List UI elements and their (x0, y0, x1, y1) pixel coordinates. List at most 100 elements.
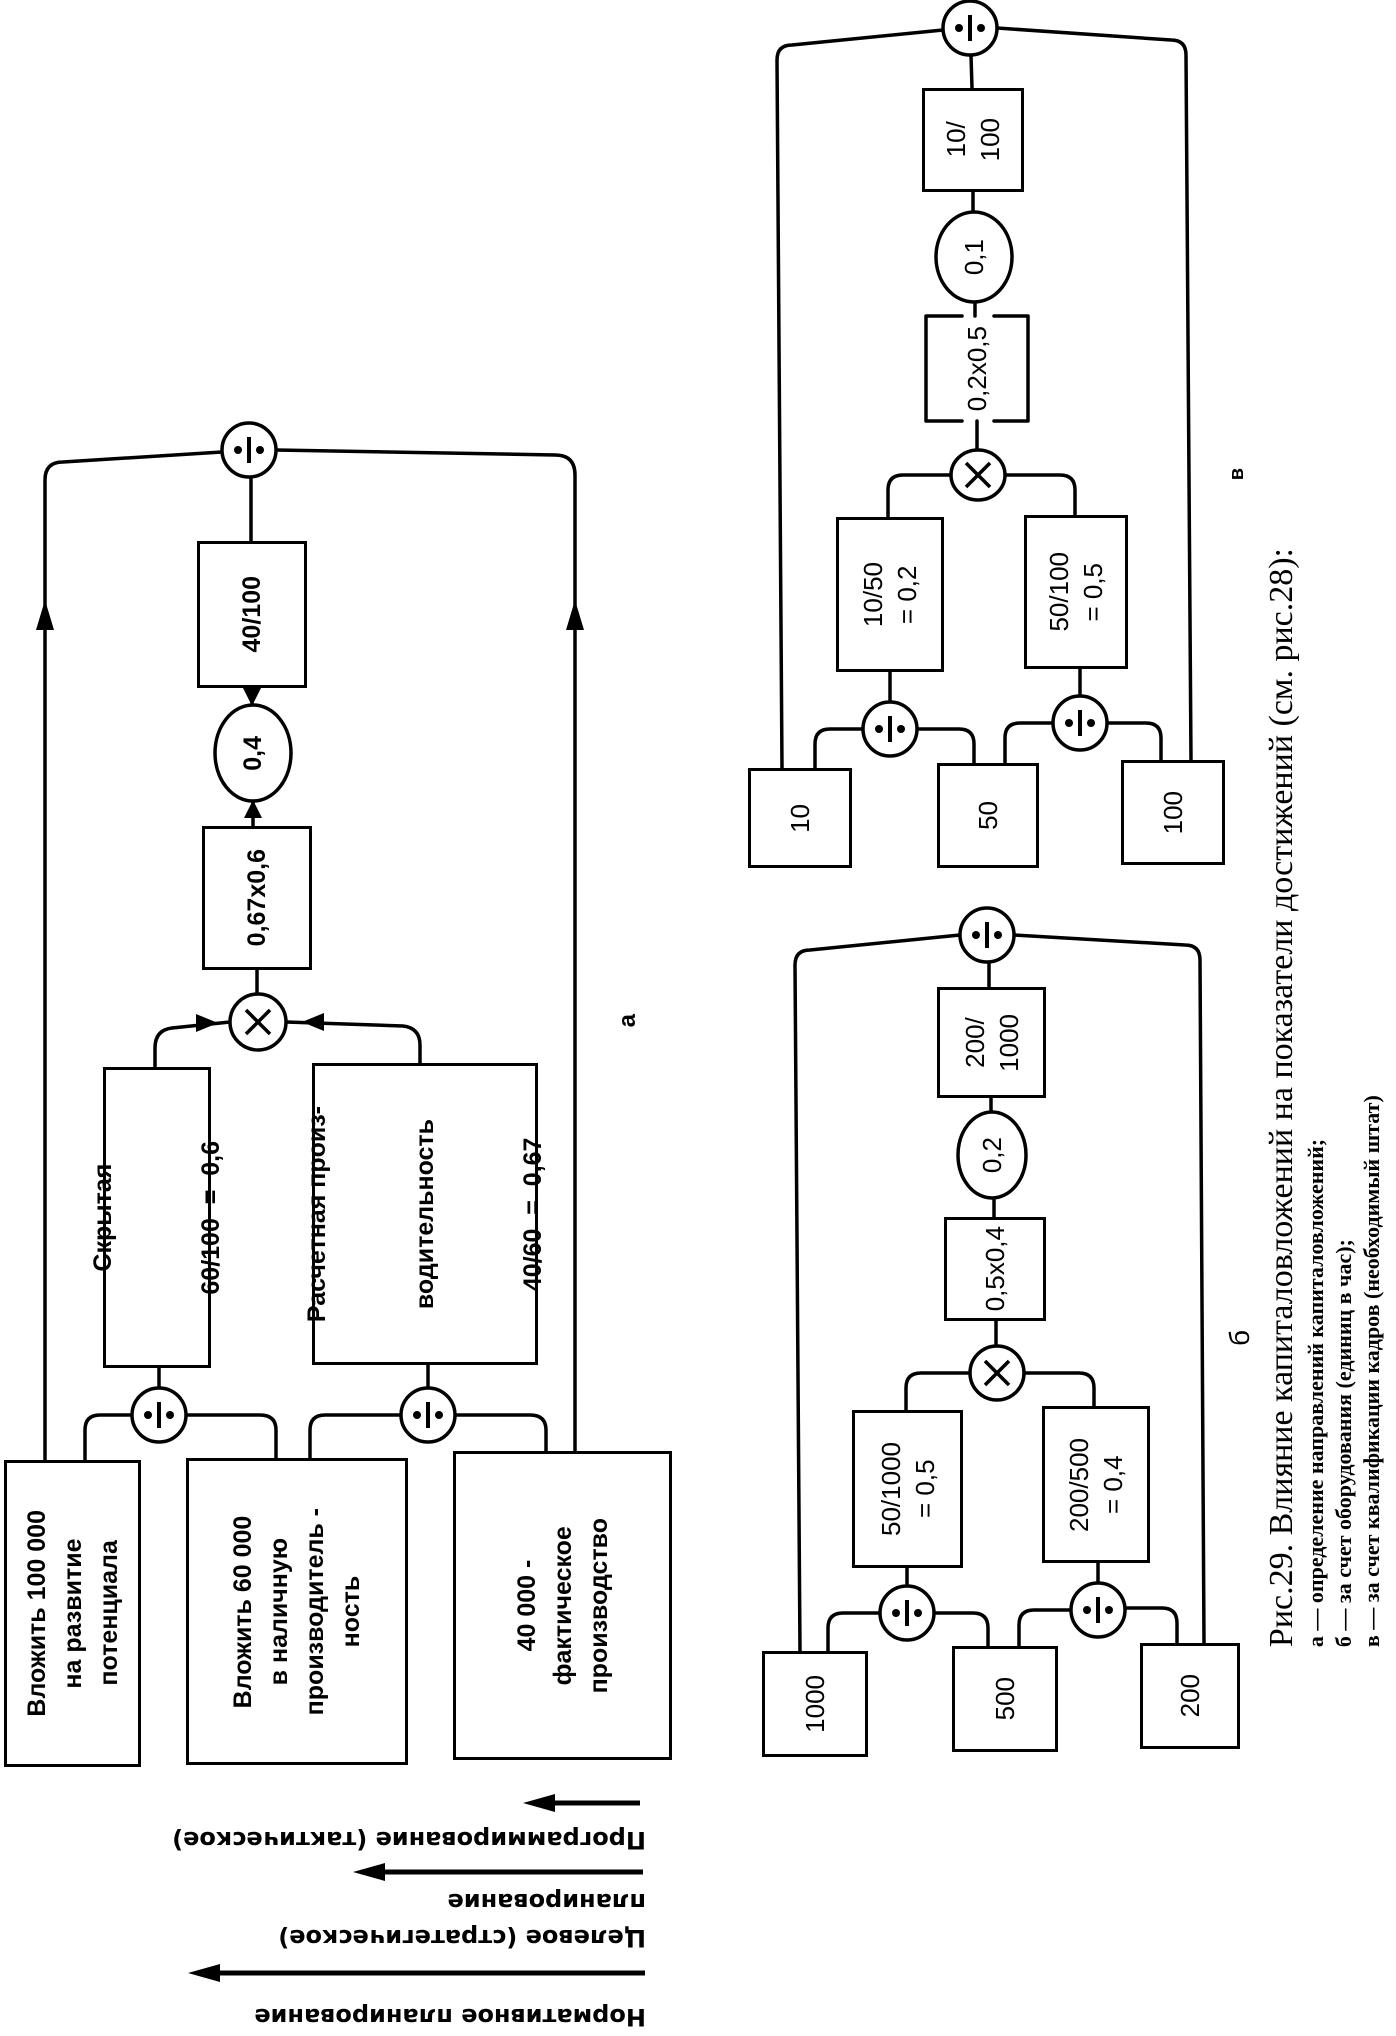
box-ratio: 200/ 1000 (937, 987, 1046, 1098)
caption-title: Рис.29. Влияние капиталовложений на пока… (1263, 547, 1300, 1647)
connector-line (453, 1413, 548, 1453)
connector-line (1022, 1371, 1096, 1408)
connector-line (83, 1413, 134, 1462)
box-product: 0,5x0,4 (944, 1217, 1046, 1321)
box-text-line: фактическое (548, 1525, 577, 1686)
box-text-line: 200/500 (1064, 1437, 1094, 1532)
box-input-100: 100 (1121, 760, 1225, 865)
box-ratio-2: 50/100 = 0,5 (1024, 515, 1128, 669)
box-text-line: ность (337, 1575, 365, 1648)
caption-item: а — определение направлений капиталовлож… (1303, 1138, 1328, 1647)
divide-icon (941, 0, 999, 57)
arrow-up-icon (566, 600, 584, 630)
multiply-icon (968, 1344, 1026, 1402)
box-text-line: 100 (975, 118, 1005, 162)
box-text-line: 60/100 = 0,6 (197, 1140, 225, 1295)
box-input-1000: 1000 (762, 1651, 868, 1757)
connector-line (1003, 721, 1055, 765)
divide-icon (861, 700, 919, 758)
box-text-line: Вложить 60 000 (229, 1515, 257, 1708)
box-invest-potential: Вложить 100 000 на развитие потенциала (4, 1460, 141, 1767)
legend-normative: Нормативное планирование (254, 2003, 646, 2031)
arrow-left-icon (302, 1013, 324, 1031)
bracket-box-product: 0,2x0,5 (960, 325, 994, 412)
connector-line (969, 53, 974, 90)
box-ratio-1: 10/50 = 0,2 (836, 517, 944, 672)
arrow-up-icon (244, 800, 262, 818)
box-input-500: 500 (952, 1646, 1058, 1752)
diagram-label-b: б (1224, 1330, 1255, 1347)
legend-target-line1: Целевое (стратегическое) (278, 1924, 646, 1952)
divide-icon (1051, 694, 1109, 752)
legend-target-line2: планирование (447, 1888, 646, 1916)
box-text-line: = 0,4 (1098, 1455, 1128, 1514)
result-circle-text: 0,2 (977, 1136, 1007, 1174)
connector-line (775, 28, 945, 770)
box-input-50: 50 (937, 763, 1039, 868)
box-ratio: 40/100 (197, 541, 307, 688)
connector-line (826, 1611, 882, 1653)
divide-icon (878, 1584, 936, 1642)
box-text-line: 50/1000 (875, 1442, 906, 1536)
box-actual-production: 40 000 - фактическое производство (453, 1451, 672, 1760)
bracket-box-left (924, 314, 964, 423)
box-text-line: 40/100 (238, 576, 266, 653)
connector-line (284, 1020, 422, 1065)
caption-item: б — за счет оборудования (единиц в час); (1331, 1239, 1356, 1647)
connector-line (995, 26, 1193, 762)
planning-legend: Нормативное планирование Целевое (страте… (172, 1788, 650, 2033)
box-ratio: 10/ 100 (922, 88, 1024, 192)
connector-line (813, 727, 865, 770)
result-circle (934, 210, 1014, 304)
connector-line (1012, 933, 1206, 1645)
result-circle (956, 1110, 1028, 1200)
divide-icon (1069, 1581, 1127, 1639)
arrow-short-icon (523, 1794, 640, 1812)
divide-icon (220, 421, 278, 479)
legend-program: Программирование (тактическое) (172, 1826, 646, 1854)
arrow-up-icon (36, 600, 54, 630)
divide-icon (958, 906, 1016, 964)
box-text-line: 1000 (993, 1013, 1024, 1072)
arrow-long-icon (188, 1964, 645, 1982)
caption-item: в — за счет квалификации кадров (необход… (1359, 1095, 1384, 1647)
arrow-medium-icon (353, 1863, 643, 1881)
multiply-icon (228, 992, 288, 1052)
box-input-200: 200 (1140, 1643, 1240, 1749)
diagram-label-a: а (614, 1014, 641, 1028)
diagram-label-c: в (1226, 468, 1248, 481)
connector-line (904, 1371, 972, 1412)
arrow-right-icon (196, 1014, 218, 1032)
connector-line (915, 727, 976, 765)
box-hidden-capacity: Скрытая 60/100 = 0,6 (89, 1067, 225, 1368)
connector-line (1003, 473, 1077, 517)
box-text-line: на развитие (58, 1538, 87, 1689)
box-text-line: 10/50 (858, 561, 888, 628)
box-text-line: потенциала (94, 1540, 123, 1687)
box-text-line: = 0,5 (909, 1459, 940, 1519)
box-invest-capacity: Вложить 60 000 в наличную производитель … (186, 1458, 408, 1765)
divide-icon (130, 1386, 188, 1444)
box-ratio-1: 50/1000 = 0,5 (852, 1410, 963, 1568)
multiply-icon (949, 448, 1007, 502)
connector-line (886, 473, 953, 519)
box-text-line: производство (584, 1517, 613, 1694)
connector-line (308, 1413, 403, 1460)
result-circle-text: 0,4 (239, 735, 267, 771)
figure-caption: Рис.29. Влияние капиталовложений на пока… (1262, 548, 1386, 1647)
box-text-line: 10/ (941, 121, 971, 159)
connector-line (932, 1611, 990, 1648)
arrow-down-icon (243, 688, 261, 706)
connector-line (274, 448, 577, 1453)
box-text-line: Скрытая (89, 1163, 117, 1272)
box-text-line: в наличную (265, 1537, 293, 1686)
connector-line (1123, 1606, 1179, 1645)
box-text-line: 0,67x0,6 (243, 849, 271, 947)
box-text-line: 50/100 (1044, 552, 1074, 632)
box-text-line: Вложить 100 000 (22, 1510, 51, 1717)
box-ratio-2: 200/500 = 0,4 (1042, 1406, 1150, 1563)
bracket-box-right (992, 314, 1030, 423)
box-text-line: Расчетная произ- (303, 1105, 331, 1323)
box-text-line: 200/ (959, 1017, 990, 1068)
connector-line (793, 933, 962, 1653)
